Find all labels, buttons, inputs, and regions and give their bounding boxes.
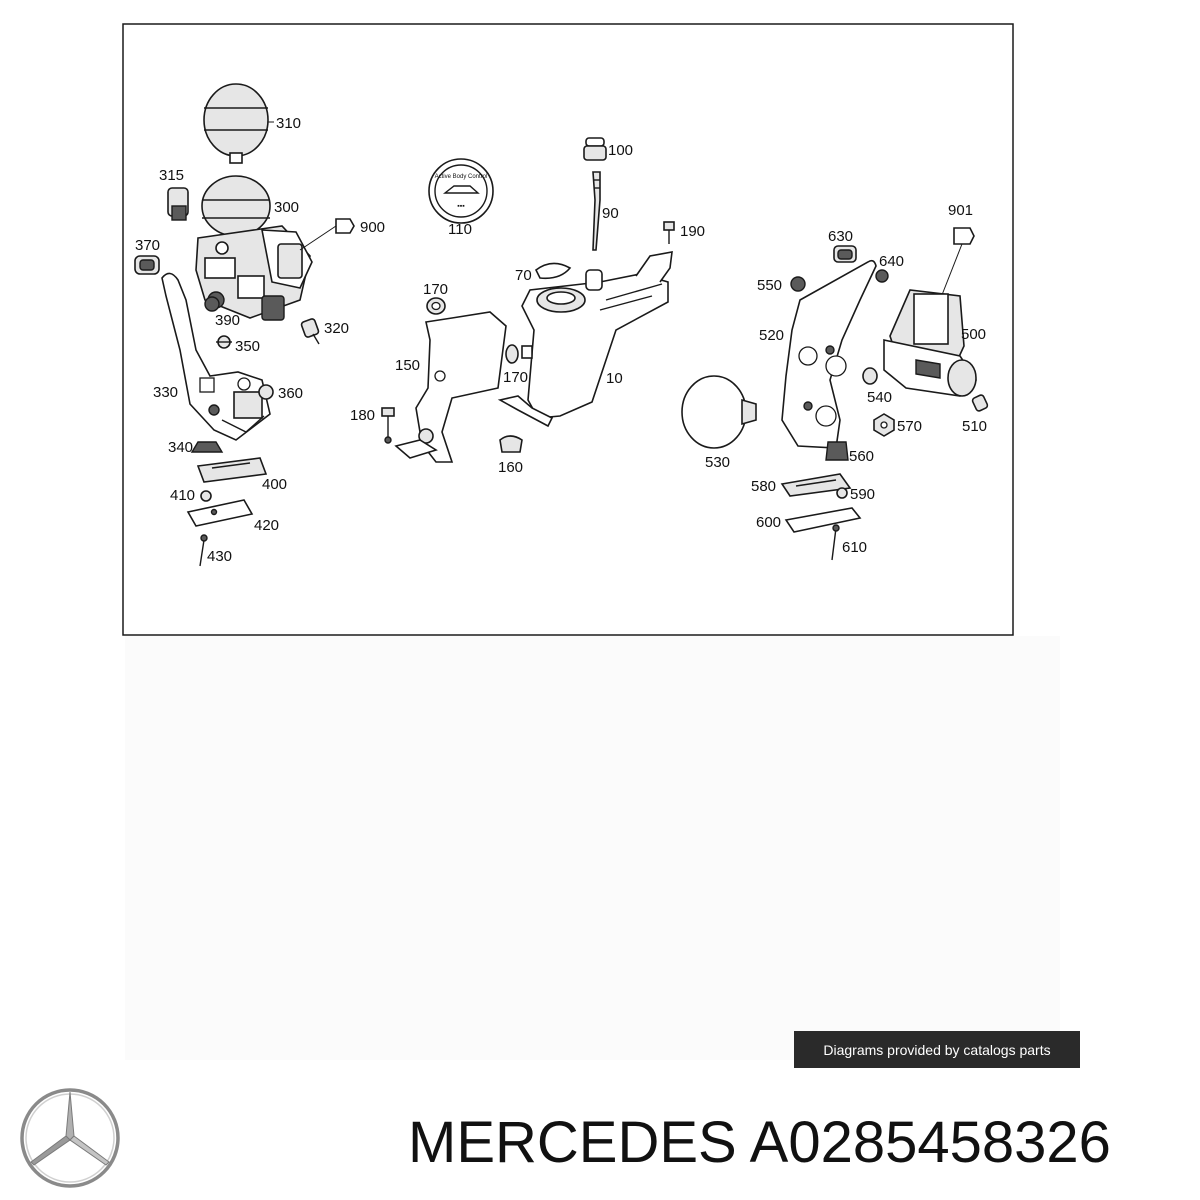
bolt-180 [381,407,395,444]
brand-name: MERCEDES [408,1110,737,1175]
grommet-170-top [426,297,446,315]
pump-500 [883,289,978,397]
pump-group [681,227,989,561]
rubber-mount-630 [833,245,857,263]
credit-banner: Diagrams provided by catalogs parts [794,1031,1080,1068]
grommet-160 [499,435,523,453]
callout-170-top: 170 [423,281,448,298]
bracket-520 [781,259,877,449]
plate-420 [186,499,254,527]
callout-520: 520 [759,327,784,344]
callout-190: 190 [680,223,705,240]
callout-160: 160 [498,459,523,476]
callout-550: 550 [757,277,782,294]
callout-labels: 310 315 300 900 370 390 320 350 330 360 … [135,115,987,565]
cap-100 [583,137,607,161]
nut-550 [790,276,806,292]
mount-560 [825,441,849,461]
callout-610: 610 [842,539,867,556]
sensor-315 [167,187,189,221]
callout-410: 410 [170,487,195,504]
callout-570: 570 [897,418,922,435]
callout-540: 540 [867,389,892,406]
callout-390: 390 [215,312,240,329]
callout-320: 320 [324,320,349,337]
seal-70 [534,262,572,280]
callout-600: 600 [756,514,781,531]
bracket-330 [161,272,271,441]
callout-580: 580 [751,478,776,495]
nut-570 [873,413,895,437]
decal-110: Active Body Control ▪▪▪ [428,158,494,224]
callout-640: 640 [879,253,904,270]
bracket-150 [394,311,507,463]
dipstick-90 [592,171,601,251]
callout-510: 510 [962,418,987,435]
callout-630: 630 [828,228,853,245]
callout-901: 901 [948,202,973,219]
washer-540 [862,367,878,385]
bolt-350 [216,335,232,349]
callout-360: 360 [278,385,303,402]
rubber-mount-370 [134,255,160,275]
sensor-510 [971,394,989,412]
pad-580 [780,473,852,497]
plate-600 [784,507,862,533]
nut-360 [258,384,274,400]
callout-110: 110 [448,221,472,238]
callout-350: 350 [235,338,260,355]
mercedes-star-icon [20,1088,120,1188]
pressure-accumulator-300 [201,175,271,237]
callout-900: 900 [360,219,385,236]
pressure-accumulator-530 [681,375,757,449]
callout-150: 150 [395,357,420,374]
reservoir-tank-10 [497,251,673,428]
callout-420: 420 [254,517,279,534]
part-390 [204,296,220,312]
callout-560: 560 [849,448,874,465]
valve-block-body [195,225,313,321]
callout-530: 530 [705,454,730,471]
callout-430: 430 [207,548,232,565]
callout-170-side: 170 [503,369,528,386]
callout-90: 90 [602,205,619,222]
pressure-sensor-320 [300,318,320,345]
lower-background [125,636,1060,1060]
part-number: A0285458326 [749,1110,1111,1175]
connector-901 [939,227,975,301]
callout-70: 70 [515,267,532,284]
valve-block-group [134,83,355,567]
svg-text:▪▪▪: ▪▪▪ [457,203,465,210]
callout-310: 310 [276,115,301,132]
screw-410 [200,490,212,502]
callout-315: 315 [159,167,184,184]
callout-330: 330 [153,384,178,401]
credit-text: Diagrams provided by catalogs parts [823,1041,1051,1058]
callout-300: 300 [274,199,299,216]
connector-900 [299,218,355,251]
callout-10: 10 [606,370,623,387]
pin-430 [199,534,208,567]
screw-590 [836,487,848,499]
pressure-accumulator-310 [203,83,269,164]
pad-400 [196,457,268,483]
callout-400: 400 [262,476,287,493]
brand-part-number: MERCEDES A0285458326 [408,1108,1198,1178]
callout-500: 500 [961,326,986,343]
mount-340 [190,441,224,453]
decal-text: Active Body Control [435,174,488,180]
nut-640 [875,269,889,283]
callout-590: 590 [850,486,875,503]
grommet-170-side [505,344,533,364]
callout-370: 370 [135,237,160,254]
bolt-190 [663,221,675,244]
reservoir-group: Active Body Control ▪▪▪ [381,137,675,463]
callout-100: 100 [608,142,633,159]
pin-610 [831,524,840,561]
callout-340: 340 [168,439,193,456]
callout-180: 180 [350,407,375,424]
